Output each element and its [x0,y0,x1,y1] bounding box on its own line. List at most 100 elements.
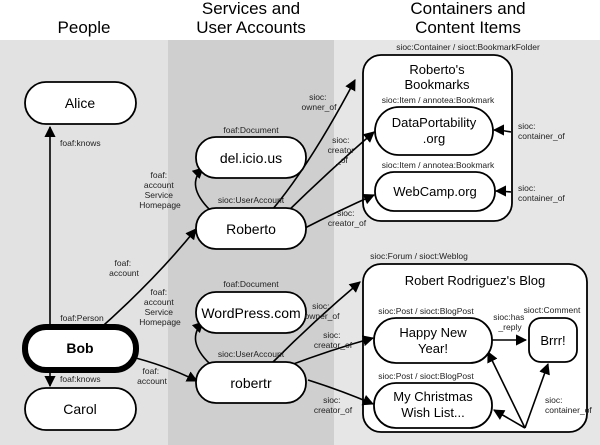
edge-label-creator-of-1-line: creator [328,145,355,155]
type-label-useraccount-1: sioc:UserAccount [218,195,285,205]
node-webcamp[interactable] [374,171,496,212]
edge-label-container-of-2-line: container_of [518,193,565,203]
edge-bookmarks-webcamp [494,185,512,197]
edge-label-owner-of-2-line: sioc: [312,301,329,311]
node-robertr[interactable] [195,361,307,404]
edge-label-service-homepage-1-line: Service [145,190,174,200]
edges [44,79,550,429]
node-delicious[interactable] [195,136,307,179]
edge-roberto-dataportability [284,131,375,215]
type-label-person: foaf:Person [60,313,104,323]
node-wordpress-label: WordPress.com [201,305,300,321]
edge-label-creator-of-2: sioc: creator_of [328,208,367,228]
node-robertr-label: robertr [230,375,272,391]
edge-robertr-christmas [307,379,375,406]
node-happynewyear-label-line2: Year! [418,341,448,356]
edge-label-account-2-line: foaf: [143,366,160,376]
edge-label-service-homepage-2-line: foaf: [151,287,168,297]
edge-label-service-homepage-1-line: Homepage [139,200,181,210]
edge-label-container-of-1-line: container_of [518,131,565,141]
node-webcamp-label: WebCamp.org [393,184,477,199]
edge-label-container-of-1-line: sioc: [518,121,535,131]
node-alice-label: Alice [65,95,96,111]
node-carol-label: Carol [63,401,96,417]
containers-column-title-line1: Containers and [410,0,525,18]
edge-label-container-of-3-line: container_of [545,405,592,415]
node-delicious-label: del.icio.us [220,150,282,166]
node-roberto-label: Roberto [226,221,276,237]
edge-label-account-2-line: account [137,376,167,386]
node-alice[interactable] [24,81,137,125]
node-bob[interactable] [22,324,139,373]
edge-label-service-homepage-2-line: Homepage [139,317,181,327]
node-brrr-label: Brrr! [540,333,565,348]
edge-label-has-reply: sioc:has _reply [493,312,527,332]
edge-label-account-2: foaf: account [137,366,167,386]
edge-label-service-homepage-1-line: account [144,180,174,190]
edge-roberto-webcamp [300,193,376,231]
type-label-container-bookmark: sioc:Container / sioct:BookmarkFolder [396,42,540,52]
bookmarks-title-line1: Roberto's [409,62,465,77]
edge-blog-brrr [524,362,550,429]
containers-column-title-line2: Content Items [415,18,521,37]
edge-label-creator-of-4: sioc: creator_of [314,395,353,415]
edge-label-container-of-2: sioc: container_of [518,183,565,203]
edge-robertr-happynewyear [287,335,375,367]
edge-label-service-homepage-2: foaf: account Service Homepage [139,287,181,327]
blog-title: Robert Rodriguez's Blog [405,273,546,288]
type-label-document-1: foaf:Document [223,125,279,135]
type-label-item-bookmark-2: sioc:Item / annotea:Bookmark [382,160,495,170]
edge-blog-christmas [493,409,526,429]
node-happynewyear-label-line1: Happy New [399,325,467,340]
services-column-title-line2: User Accounts [196,18,306,37]
node-roberto[interactable] [195,207,307,250]
edge-label-creator-of-3-line: sioc: [323,330,340,340]
node-carol[interactable] [24,387,137,431]
edge-label-service-homepage-1-line: foaf: [151,170,168,180]
edge-label-owner-of-1-line: sioc: [309,92,326,102]
node-brrr[interactable] [528,317,578,363]
bookmarks-title-line2: Bookmarks [404,77,470,92]
edge-label-creator-of-4-line: creator_of [314,405,353,415]
edge-label-creator-of-3: sioc: creator_of [314,330,353,350]
edge-label-foaf-knows-1: foaf:knows [60,138,101,148]
edge-label-owner-of-2: sioc: owner_of [305,301,341,321]
node-christmas-label-line2: Wish List... [401,405,465,420]
edge-label-service-homepage-2-line: account [144,297,174,307]
edge-label-creator-of-3-line: creator_of [314,340,353,350]
edge-label-owner-of-2-line: owner_of [305,311,341,321]
edge-label-container-of-2-line: sioc: [518,183,535,193]
edge-label-foaf-knows-2: foaf:knows [60,374,101,384]
type-label-document-2: foaf:Document [223,279,279,289]
edge-label-account-1-line: foaf: [115,258,132,268]
type-label-post-2: sioc:Post / sioct:BlogPost [378,371,474,381]
node-bob-label: Bob [66,340,93,356]
edge-label-creator-of-4-line: sioc: [323,395,340,405]
node-dataportability[interactable] [374,106,494,156]
node-dataportability-label-line1: DataPortability [392,115,477,130]
node-christmas[interactable] [373,382,493,429]
node-happynewyear[interactable] [373,317,493,364]
edge-roberto-bookmarks [271,79,356,211]
edge-label-has-reply-line: sioc:has [493,312,524,322]
edge-label-account-1: foaf: account [109,258,139,278]
edge-label-service-homepage-1: foaf: account Service Homepage [139,170,181,210]
type-label-forum-weblog: sioc:Forum / sioct:Weblog [370,251,468,261]
edge-label-service-homepage-2-line: Service [145,307,174,317]
node-christmas-label-line1: My Christmas [393,389,473,404]
node-wordpress[interactable] [195,291,307,334]
edge-label-creator-of-1-line: _of [335,155,348,165]
edge-label-container-of-3-line: sioc: [545,395,562,405]
type-label-comment: sioct:Comment [524,305,581,315]
edge-label-account-1-line: account [109,268,139,278]
edge-label-has-reply-line: _reply [497,322,522,332]
edge-label-creator-of-2-line: sioc: [337,208,354,218]
edge-blog-happynewyear [487,350,526,429]
type-label-post-1: sioc:Post / sioct:BlogPost [378,306,474,316]
edge-robertr-blog [271,281,361,364]
edge-bob-roberto [94,228,197,334]
edge-label-owner-of-1: sioc: owner_of [302,92,338,112]
services-column-title-line1: Services and [202,0,300,18]
node-dataportability-label-line2: .org [423,131,445,146]
